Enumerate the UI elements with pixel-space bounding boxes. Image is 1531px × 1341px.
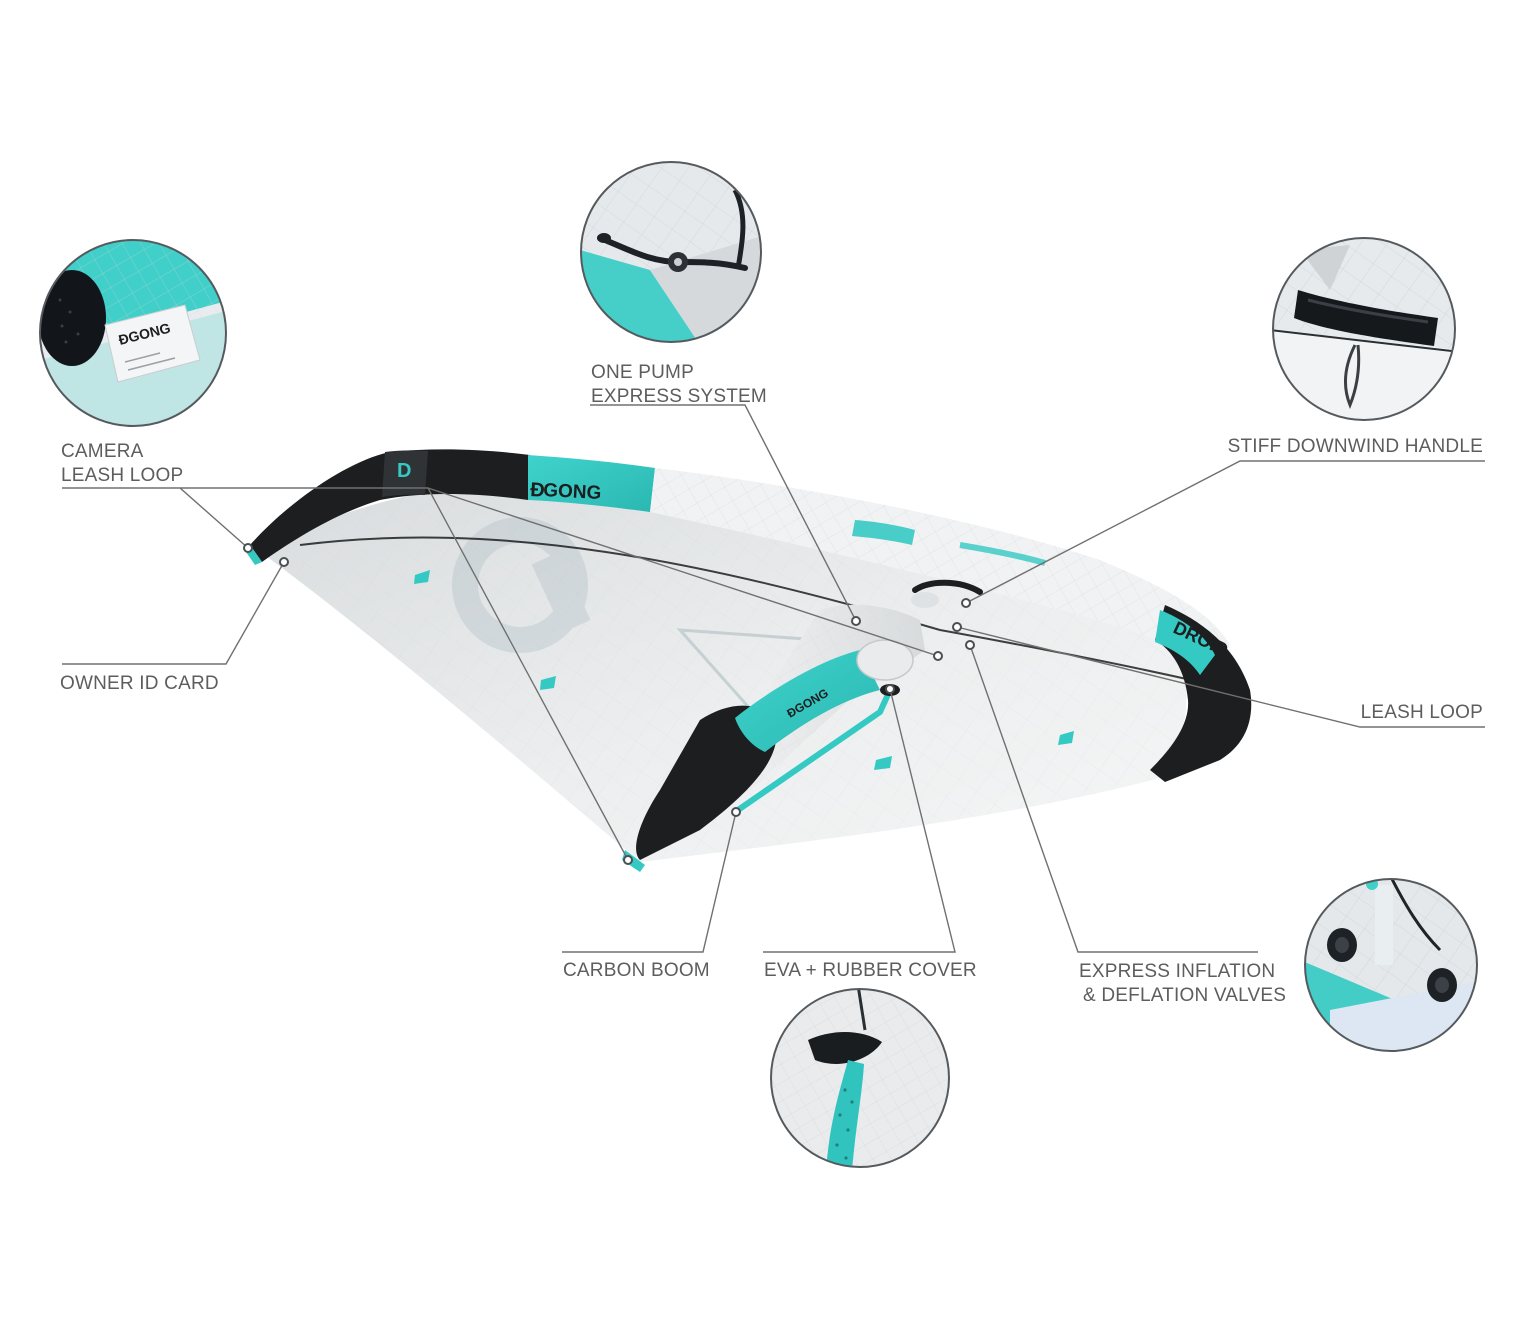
logo-band	[528, 455, 655, 512]
leader-stiff-handle	[965, 460, 1485, 604]
label-line: CAMERA	[61, 441, 144, 462]
valves-closeup	[1304, 878, 1478, 1052]
leader-leash-loop	[956, 626, 1485, 728]
leader-owner-id-card	[62, 561, 285, 665]
one-pump-closeup	[580, 161, 762, 343]
label-one-pump: ONE PUMP EXPRESS SYSTEM	[591, 361, 767, 409]
leader-express-valves	[969, 644, 1258, 953]
label-stiff-handle: STIFF DOWNWIND HANDLE	[1228, 435, 1483, 459]
leader-lines	[62, 404, 1485, 953]
label-line: STIFF DOWNWIND HANDLE	[1227, 436, 1483, 457]
label-eva-cover: EVA + RUBBER COVER	[764, 959, 977, 983]
wing-illustration: GONG Đ D DROID ĐGONG	[246, 449, 1252, 872]
leader-one-pump	[590, 404, 857, 622]
wing-logo-text: GONG	[543, 480, 602, 504]
label-line: CARBON BOOM	[563, 960, 710, 981]
stiff-handle	[912, 579, 983, 595]
downwind-handle-closeup	[1272, 237, 1456, 421]
label-line: & DEFLATION VALVES	[1083, 985, 1287, 1006]
leader-carbon-boom	[562, 811, 737, 953]
leader-eva-cover	[763, 688, 956, 953]
label-camera-leash-loop: CAMERA LEASH LOOP	[61, 440, 183, 488]
label-line: EXPRESS SYSTEM	[591, 386, 767, 407]
leader-camera-leash-loop	[62, 487, 249, 549]
label-line: EVA + RUBBER COVER	[764, 960, 977, 981]
label-line: ONE PUMP	[591, 362, 694, 383]
label-line: EXPRESS INFLATION	[1079, 961, 1276, 982]
strut-base	[636, 705, 777, 860]
leader-dots	[243, 543, 975, 865]
label-line: OWNER ID CARD	[60, 673, 219, 694]
label-line: LEASH LOOP	[1360, 702, 1483, 723]
strut-teal-section	[735, 650, 880, 752]
label-leash-loop: LEASH LOOP	[1361, 701, 1483, 725]
label-line: LEASH LOOP	[61, 465, 184, 486]
carbon-boom	[735, 687, 893, 813]
eva-cover-closeup	[770, 988, 950, 1168]
leading-edge-left	[250, 449, 530, 562]
label-carbon-boom: CARBON BOOM	[563, 959, 710, 983]
leader-camera-strut	[427, 487, 939, 657]
label-express-valves: EXPRESS INFLATION & DEFLATION VALVES	[1079, 960, 1286, 1008]
svg-text:D: D	[397, 460, 411, 482]
svg-text:Đ: Đ	[530, 479, 546, 502]
label-owner-id-card: OWNER ID CARD	[60, 672, 219, 696]
owner-id-card-closeup: ĐGONG	[39, 239, 227, 427]
